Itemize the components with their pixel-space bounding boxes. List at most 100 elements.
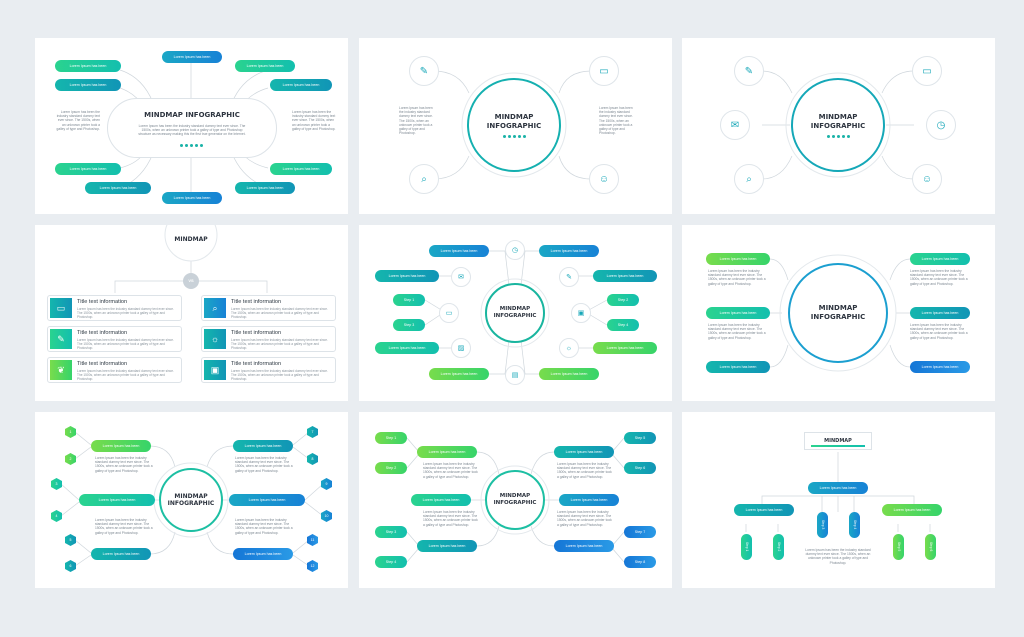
pill-r3[interactable]: Lorem Ipsum has been (233, 548, 293, 560)
user-icon[interactable]: ☺ (589, 164, 619, 194)
pill-right-4[interactable]: Lorem Ipsum has been (235, 182, 295, 194)
step-5-bar[interactable]: Step 5 (893, 534, 904, 560)
hex-1[interactable]: 1 (65, 426, 76, 438)
slide-9[interactable]: MINDMAP Lorem Ipsum has been Lorem Ipsum… (682, 412, 995, 588)
hex-2[interactable]: 2 (65, 453, 76, 465)
edit-icon[interactable]: ✎ (734, 56, 764, 86)
step-1[interactable]: Step 1 (393, 294, 425, 306)
pill-l2[interactable]: Lorem Ipsum has been (411, 494, 471, 506)
pill-right-1[interactable]: Lorem Ipsum has been (235, 60, 295, 72)
pill-l2[interactable]: Lorem Ipsum has been (79, 494, 155, 506)
step-4[interactable]: Step 4 (607, 319, 639, 331)
hex-9[interactable]: 9 (321, 478, 332, 490)
step-3[interactable]: Step 3 (375, 526, 407, 538)
pill-left-2[interactable]: Lorem Ipsum has been (55, 79, 121, 91)
pill-r2[interactable]: Lorem Ipsum has been (910, 307, 970, 319)
pill-r1[interactable]: Lorem Ipsum has been (233, 440, 293, 452)
clock-icon[interactable]: ◷ (926, 110, 956, 140)
pill-l3[interactable]: Lorem Ipsum has been (417, 540, 477, 552)
pill-left[interactable]: Lorem Ipsum has been (734, 504, 794, 516)
pill-r1[interactable]: Lorem Ipsum has been (910, 253, 970, 265)
step-4[interactable]: Step 4 (375, 556, 407, 568)
step-6[interactable]: Step 6 (624, 462, 656, 474)
pill-right[interactable]: Lorem Ipsum has been (882, 504, 942, 516)
pill-left-4[interactable]: Lorem Ipsum has been (85, 182, 151, 194)
pill-l3[interactable]: Lorem Ipsum has been (706, 361, 770, 373)
monitor-icon[interactable]: ▣ (571, 303, 591, 323)
chat-icon[interactable]: ▭ (912, 56, 942, 86)
step-2-bar[interactable]: Step 2 (773, 534, 784, 560)
pill-l1[interactable]: Lorem Ipsum has been (706, 253, 770, 265)
slide-5[interactable]: MINDMAP INFOGRAPHIC ◷ ✉ ✎ ▭ ▣ ▨ ☼ ▤ Lore… (359, 225, 672, 401)
mail-icon[interactable]: ✉ (451, 267, 471, 287)
bulb-icon[interactable]: ☼ (559, 338, 579, 358)
pill-right-2[interactable]: Lorem Ipsum has been (270, 79, 332, 91)
pill-right-3[interactable]: Lorem Ipsum has been (270, 163, 332, 175)
hex-11[interactable]: 11 (307, 534, 318, 546)
hex-6[interactable]: 6 (65, 560, 76, 572)
pill-top[interactable]: Lorem Ipsum has been (162, 51, 222, 63)
step-3-bar[interactable]: Step 3 (817, 512, 828, 538)
chat-icon[interactable]: ▭ (589, 56, 619, 86)
step-3[interactable]: Step 3 (393, 319, 425, 331)
hex-3[interactable]: 3 (51, 478, 62, 490)
hex-7[interactable]: 7 (307, 426, 318, 438)
slide-8[interactable]: MINDMAP INFOGRAPHIC Step 1 Step 2 Step 3… (359, 412, 672, 588)
image-icon[interactable]: ▨ (451, 338, 471, 358)
hex-12[interactable]: 12 (307, 560, 318, 572)
mail-icon[interactable]: ✉ (720, 110, 750, 140)
step-8[interactable]: Step 8 (624, 556, 656, 568)
pill-ml[interactable]: Lorem Ipsum has been (375, 270, 439, 282)
pill-tl[interactable]: Lorem Ipsum has been (429, 245, 489, 257)
pill-l1[interactable]: Lorem Ipsum has been (417, 446, 477, 458)
pill-mr[interactable]: Lorem Ipsum has been (593, 270, 657, 282)
user-icon[interactable]: ☺ (912, 164, 942, 194)
pill-r2[interactable]: Lorem Ipsum has been (229, 494, 305, 506)
pill-br[interactable]: Lorem Ipsum has been (539, 368, 599, 380)
hex-10[interactable]: 10 (321, 510, 332, 522)
step-2[interactable]: Step 2 (375, 462, 407, 474)
pill-bl[interactable]: Lorem Ipsum has been (429, 368, 489, 380)
step-7[interactable]: Step 7 (624, 526, 656, 538)
slide-1[interactable]: Lorem Ipsum has been Lorem Ipsum has bee… (35, 38, 348, 214)
pill-lr[interactable]: Lorem Ipsum has been (593, 342, 657, 354)
pill-l2[interactable]: Lorem Ipsum has been (706, 307, 770, 319)
slide-3[interactable]: MINDMAP INFOGRAPHIC ✎ ✉ ⌕ ▭ ◷ ☺ (682, 38, 995, 214)
step-2[interactable]: Step 2 (607, 294, 639, 306)
edit-icon[interactable]: ✎ (559, 267, 579, 287)
step-4-bar[interactable]: Step 4 (849, 512, 860, 538)
search-icon[interactable]: ⌕ (734, 164, 764, 194)
hex-8[interactable]: 8 (307, 453, 318, 465)
hex-4[interactable]: 4 (51, 510, 62, 522)
pill-l3[interactable]: Lorem Ipsum has been (91, 548, 151, 560)
slide-2[interactable]: MINDMAP INFOGRAPHIC ✎ ⌕ ▭ ☺ Lorem Ipsum … (359, 38, 672, 214)
pill-tr[interactable]: Lorem Ipsum has been (539, 245, 599, 257)
edit-icon[interactable]: ✎ (409, 56, 439, 86)
step-1[interactable]: Step 1 (375, 432, 407, 444)
chat-icon[interactable]: ▭ (439, 303, 459, 323)
bag-icon[interactable]: ▤ (505, 365, 525, 385)
pill-r2[interactable]: Lorem Ipsum has been (559, 494, 619, 506)
step-5[interactable]: Step 5 (624, 432, 656, 444)
pill-left-3[interactable]: Lorem Ipsum has been (55, 163, 121, 175)
slide-6[interactable]: MINDMAP INFOGRAPHIC Lorem Ipsum has been… (682, 225, 995, 401)
step-1-bar[interactable]: Step 1 (741, 534, 752, 560)
search-icon[interactable]: ⌕ (409, 164, 439, 194)
slide-7[interactable]: MINDMAP INFOGRAPHIC Lorem Ipsum has been… (35, 412, 348, 588)
pill-r3[interactable]: Lorem Ipsum has been (554, 540, 614, 552)
pill-r3[interactable]: Lorem Ipsum has been (910, 361, 970, 373)
pill-r1[interactable]: Lorem Ipsum has been (554, 446, 614, 458)
pill-center[interactable]: Lorem Ipsum has been (808, 482, 868, 494)
pill-ll[interactable]: Lorem Ipsum has been (375, 342, 439, 354)
pill-bottom[interactable]: Lorem Ipsum has been (162, 192, 222, 204)
pill-l1[interactable]: Lorem Ipsum has been (91, 440, 151, 452)
clock-icon[interactable]: ◷ (505, 240, 525, 260)
hex-5[interactable]: 5 (65, 534, 76, 546)
